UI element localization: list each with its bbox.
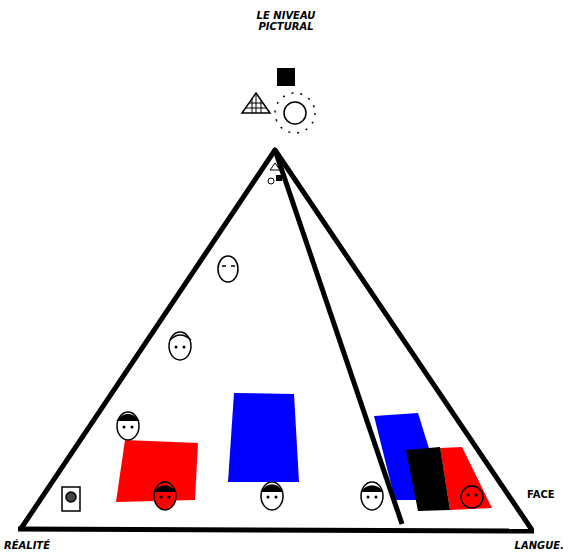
face-drawings (62, 256, 483, 511)
axis-label: FACE (527, 489, 555, 500)
pictorial-icons (242, 68, 315, 184)
corner-label: RÉALITÉ (4, 540, 50, 551)
black-field (406, 447, 450, 511)
triangle-outline (18, 150, 534, 531)
blue-field (228, 393, 299, 482)
face-features (123, 346, 478, 499)
plane-title: LE NIVEAU PICTURAL (246, 10, 326, 32)
corner-label: LANGUE. (515, 540, 564, 551)
